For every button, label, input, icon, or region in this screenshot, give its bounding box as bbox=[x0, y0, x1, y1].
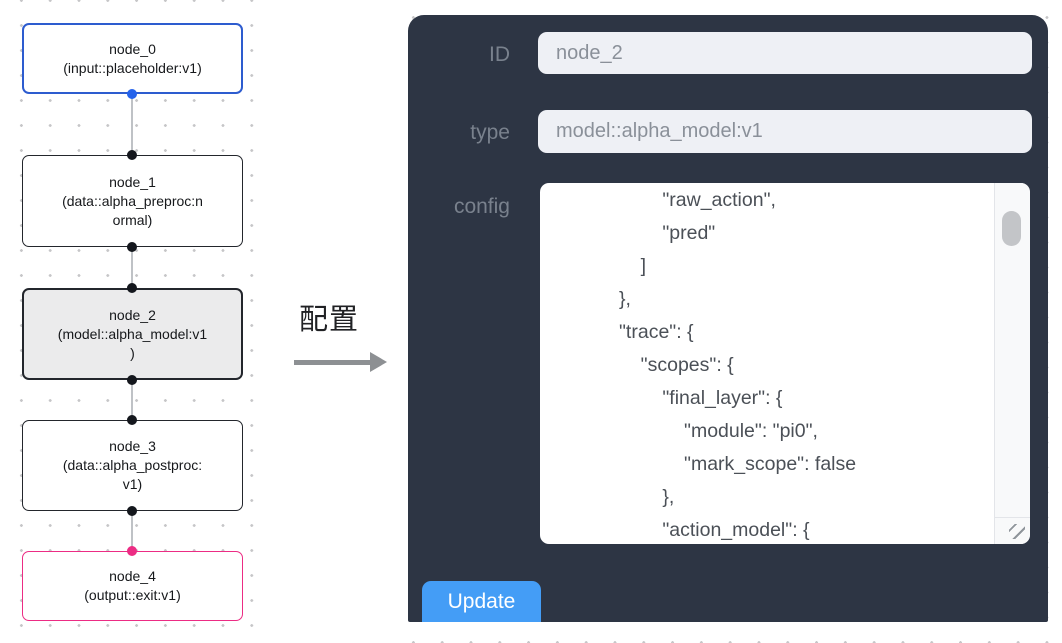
panel-canvas: ID type config "raw_action", "pred" ] },… bbox=[393, 0, 1062, 643]
type-label: type bbox=[470, 121, 510, 144]
node-label-line: ormal) bbox=[112, 211, 153, 228]
flow-node-node_4[interactable]: node_4(output::exit:v1) bbox=[22, 551, 243, 621]
node-label-line: (data::alpha_postproc: bbox=[62, 457, 203, 473]
connector-line bbox=[131, 94, 133, 155]
config-panel: ID type config "raw_action", "pred" ] },… bbox=[408, 15, 1048, 622]
node-label-line: node_2 bbox=[109, 306, 156, 323]
connector-line bbox=[131, 380, 133, 420]
node-label-line: node_1 bbox=[109, 173, 156, 190]
type-input[interactable] bbox=[538, 110, 1032, 153]
scrollbar-thumb[interactable] bbox=[1002, 211, 1021, 246]
node-label-line: node_4 bbox=[109, 568, 156, 584]
node-label-line: (input::placeholder:v1) bbox=[63, 59, 202, 76]
port-dot[interactable] bbox=[127, 283, 137, 293]
arrow-head bbox=[370, 352, 387, 372]
config-editor-text[interactable]: "raw_action", "pred" ] }, "trace": { "sc… bbox=[619, 189, 857, 541]
scrollbar[interactable] bbox=[994, 183, 1030, 544]
flow-node-node_0[interactable]: node_0(input::placeholder:v1) bbox=[22, 23, 243, 94]
node-label-line: (data::alpha_preproc:n bbox=[62, 192, 203, 209]
annotation-label: 配置 bbox=[299, 304, 360, 336]
port-dot[interactable] bbox=[127, 375, 137, 385]
flow-node-node_3[interactable]: node_3(data::alpha_postproc:v1) bbox=[22, 420, 243, 511]
node-label-line: (model::alpha_model:v1 bbox=[57, 325, 208, 342]
port-dot[interactable] bbox=[127, 546, 137, 556]
connector-line bbox=[131, 511, 133, 551]
config-editor[interactable]: "raw_action", "pred" ] }, "trace": { "sc… bbox=[540, 183, 1030, 544]
resize-handle-icon[interactable] bbox=[1009, 524, 1025, 539]
arrow-shaft bbox=[294, 360, 370, 365]
port-dot[interactable] bbox=[127, 506, 137, 516]
flow-node-node_2[interactable]: node_2(model::alpha_model:v1) bbox=[22, 288, 243, 380]
port-dot[interactable] bbox=[127, 415, 137, 425]
id-label: ID bbox=[489, 43, 510, 66]
scrollbar-corner bbox=[994, 517, 1030, 544]
port-dot[interactable] bbox=[127, 242, 137, 252]
flow-canvas[interactable]: node_0(input::placeholder:v1)node_1(data… bbox=[0, 0, 277, 643]
config-label: config bbox=[453, 195, 510, 218]
config-annotation: 配置 bbox=[277, 296, 393, 372]
node-label-line: node_0 bbox=[109, 40, 156, 57]
update-button[interactable]: Update bbox=[422, 581, 541, 622]
connector-line bbox=[131, 247, 133, 288]
id-input[interactable] bbox=[538, 32, 1032, 74]
node-label-line: (output::exit:v1) bbox=[84, 587, 181, 603]
arrow-right-icon bbox=[294, 352, 404, 372]
node-label-line: v1) bbox=[122, 476, 143, 492]
node-label-line: ) bbox=[130, 344, 135, 361]
port-dot[interactable] bbox=[127, 89, 137, 99]
port-dot[interactable] bbox=[127, 150, 137, 160]
node-label-line: node_3 bbox=[109, 438, 156, 454]
